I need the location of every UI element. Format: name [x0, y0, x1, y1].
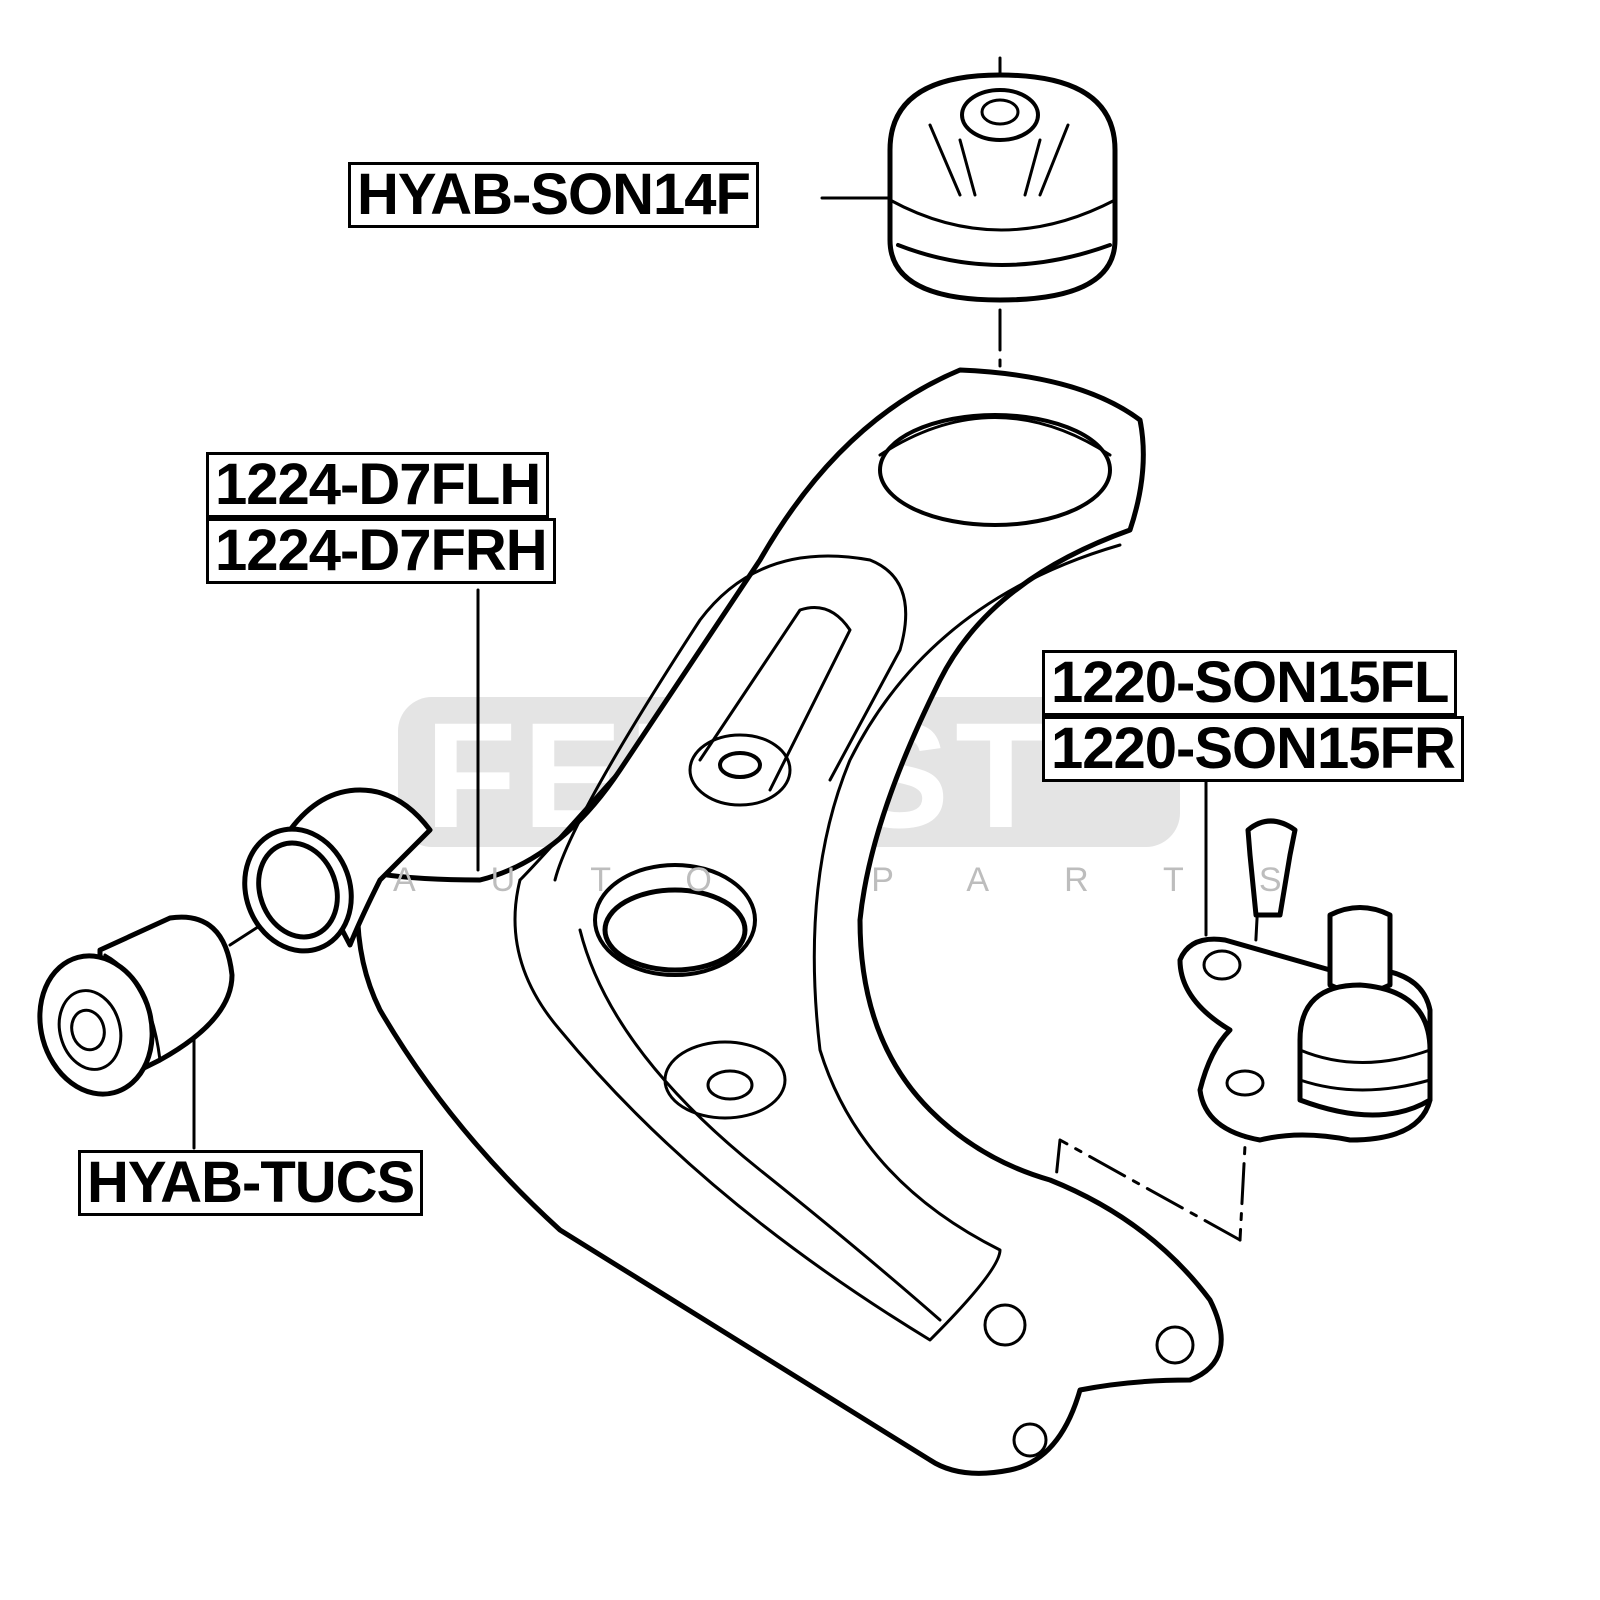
watermark-tagline: AUTO PARTS: [393, 861, 1357, 899]
front-bushing: [37, 914, 235, 1097]
label-arm-right: 1224-D7FRH: [206, 518, 556, 584]
arm-front-eye: [242, 787, 433, 954]
control-arm: [355, 367, 1224, 1476]
label-arm-left: 1224-D7FLH: [206, 452, 550, 518]
leader-lines: [192, 196, 1208, 1150]
label-ball-joint-right: 1220-SON15FR: [1042, 716, 1464, 782]
label-ball-joint-left: 1220-SON15FL: [1042, 650, 1458, 716]
label-front-bushing: HYAB-TUCS: [78, 1150, 424, 1216]
label-upper-bushing: HYAB-SON14F: [348, 162, 759, 228]
ball-joint: [1177, 818, 1433, 1143]
upper-bushing: [887, 72, 1118, 303]
